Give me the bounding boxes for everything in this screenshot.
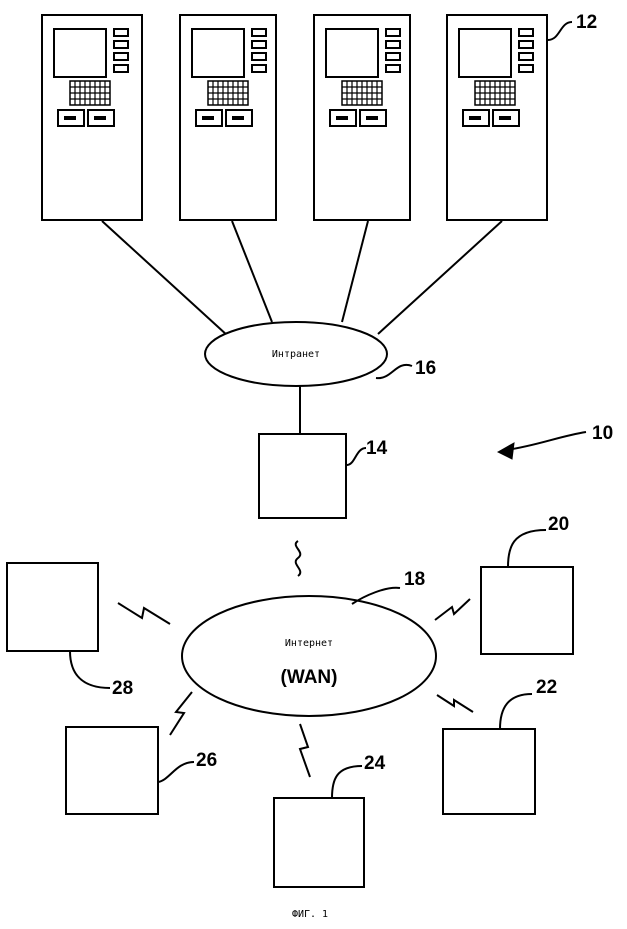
ref-24: 24 [364,753,386,774]
ref-10: 10 [592,423,613,444]
node-22-box [443,729,535,814]
internet-ellipse [182,596,436,716]
arrow-10-head [498,443,514,459]
leader-26 [158,762,194,782]
ref-12: 12 [576,12,597,33]
node-24-box [274,798,364,887]
node-26-box [66,727,158,814]
node-20-box [481,567,573,654]
leader-14 [347,448,366,465]
ref-22: 22 [536,677,557,698]
figure-caption: ФИГ. 1 [292,909,328,920]
leader-24 [332,766,362,798]
link-atm-3 [342,221,368,322]
node-28-box [7,563,98,651]
wireless-20 [435,599,470,620]
wan-label: (WAN) [281,667,338,688]
link-atm-1 [102,221,228,336]
wireless-22 [437,695,473,712]
link-atm-2 [232,221,272,322]
wireless-28 [118,603,170,624]
atm-4 [447,15,547,220]
leader-28 [70,651,110,688]
leader-20 [508,530,546,567]
atm-2 [180,15,276,220]
wireless-26 [170,692,192,735]
internet-label: Интернет [285,638,333,649]
ref-20: 20 [548,514,569,535]
link-atm-4 [378,221,502,334]
leader-22 [500,694,532,729]
ref-26: 26 [196,750,217,771]
ref-14: 14 [366,438,388,459]
arrow-10 [506,432,586,450]
atm-3 [314,15,410,220]
atm-1 [42,15,142,220]
intranet-label: Интранет [272,349,320,360]
leader-12 [548,22,572,40]
ref-18: 18 [404,569,425,590]
server-box [259,434,346,518]
ref-16: 16 [415,358,436,379]
leader-16 [376,365,412,378]
wireless-24 [300,724,310,777]
squiggle-link [296,541,301,576]
ref-28: 28 [112,678,133,699]
